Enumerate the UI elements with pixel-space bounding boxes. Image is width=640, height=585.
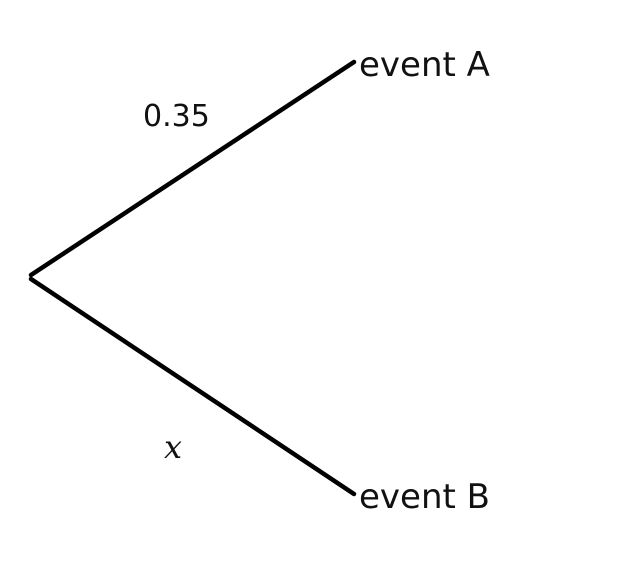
probability-label-event-a: 0.35 <box>143 99 210 134</box>
branch-to-event-a <box>28 59 357 278</box>
outcome-label-event-a: event A <box>359 45 490 85</box>
probability-label-event-b: x <box>164 428 182 466</box>
branch-to-event-b <box>28 276 357 497</box>
outcome-label-event-b: event B <box>359 477 490 517</box>
